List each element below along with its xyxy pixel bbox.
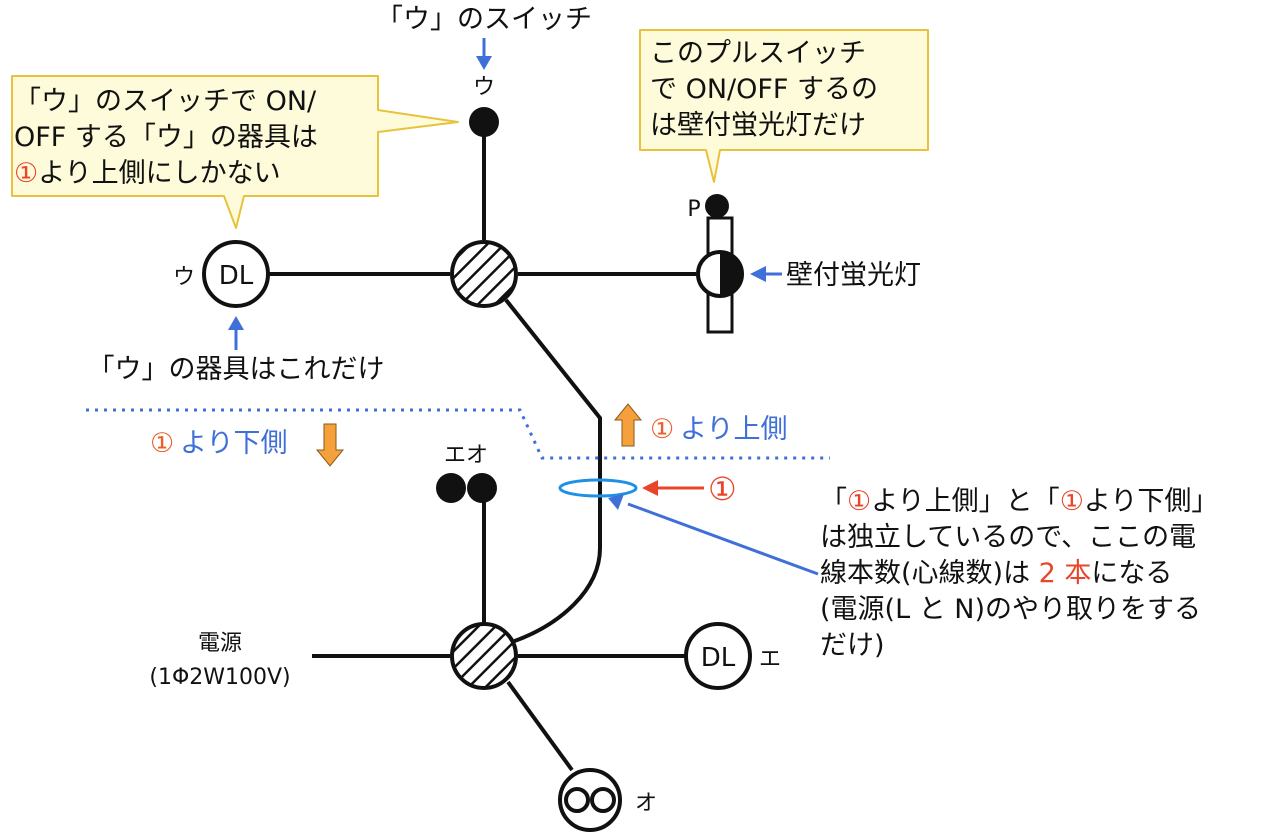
measurement-ring bbox=[558, 478, 638, 498]
switch-u-caption: 「ウ」のスイッチ bbox=[376, 4, 592, 35]
u-fixture-only-caption: 「ウ」の器具はこれだけ bbox=[88, 354, 385, 385]
outlet-o-left bbox=[564, 787, 590, 813]
note-line5: だけ) bbox=[820, 630, 885, 661]
below-caption: より下側 bbox=[180, 428, 287, 459]
downlight-u-text: DL bbox=[219, 261, 254, 291]
note-line1-mark2: ① bbox=[1060, 486, 1084, 517]
wall-fluorescent-arrow bbox=[750, 266, 782, 282]
downlight-e-text: DL bbox=[701, 643, 736, 673]
note-line3-c: になる bbox=[1091, 558, 1172, 589]
downlight-e-symbol bbox=[684, 622, 752, 690]
note-line1-mark1: ① bbox=[847, 486, 871, 517]
callout-left-line1: 「ウ」のスイッチで ON/ bbox=[14, 86, 317, 117]
note-line1-a: 「 bbox=[820, 486, 847, 517]
callout-right-line3: は壁付蛍光灯だけ bbox=[650, 110, 866, 141]
callout-left-mark: ① bbox=[14, 158, 38, 189]
note-line1-e: より下側」 bbox=[1084, 486, 1218, 517]
switch-u-arrow bbox=[476, 38, 492, 70]
above-caption: より上側 bbox=[680, 414, 787, 445]
switch-u-label: ウ bbox=[473, 75, 495, 100]
pull-switch-symbol bbox=[705, 194, 729, 218]
downlight-u-symbol bbox=[202, 240, 270, 308]
note-line4: (電源(L と N)のやり取りをする bbox=[820, 594, 1201, 625]
junction-box-bottom bbox=[450, 622, 518, 690]
callout-left-line2: OFF する「ウ」の器具は bbox=[14, 122, 318, 153]
switch-u-symbol bbox=[469, 107, 499, 137]
note-line2: は独立しているので、ここの電 bbox=[820, 522, 1196, 553]
junction-box-top bbox=[450, 240, 518, 308]
wall-fluorescent-half bbox=[720, 252, 742, 296]
outlet-e-switch bbox=[436, 473, 466, 503]
wire-boxes-link bbox=[504, 298, 602, 644]
note-line3: 線本数(心線数)は 2 本になる bbox=[820, 558, 1172, 589]
power-source-spec: (1Φ2W100V) bbox=[149, 665, 290, 690]
point-one-label: ① bbox=[708, 470, 737, 508]
note: 「①より上側」と「①より下側」 は独立しているので、ここの電 線本数(心線数)は… bbox=[820, 486, 1218, 661]
callout-left-line3: ①より上側にしかない bbox=[14, 158, 281, 189]
note-line3-count: 2 本 bbox=[1039, 558, 1092, 589]
switch-eo-label: エオ bbox=[444, 443, 488, 468]
power-source-label: 電源 bbox=[198, 631, 242, 656]
point-one-arrow bbox=[642, 480, 704, 496]
boundary-dotted-line bbox=[86, 408, 830, 460]
outlet-o-switch bbox=[467, 473, 497, 503]
wall-fluorescent-caption: 壁付蛍光灯 bbox=[786, 260, 921, 291]
downlight-u-arrow bbox=[228, 316, 244, 350]
note-arrow bbox=[608, 494, 819, 576]
below-mark: ① bbox=[150, 428, 174, 459]
wire-outlet-o bbox=[506, 680, 574, 772]
above-arrow bbox=[613, 403, 643, 447]
pull-switch-label: P bbox=[687, 197, 700, 222]
outlet-o-right bbox=[590, 787, 616, 813]
wires bbox=[268, 122, 722, 772]
note-line3-a: 線本数(心線数)は bbox=[820, 558, 1039, 589]
note-line1: 「①より上側」と「①より下側」 bbox=[820, 486, 1218, 517]
callout-left: 「ウ」のスイッチで ON/ OFF する「ウ」の器具は ①より上側にしかない bbox=[11, 75, 459, 229]
note-line1-c: より上側」と「 bbox=[871, 486, 1059, 517]
callout-right: このプルスイッチ で ON/OFF するの は壁付蛍光灯だけ bbox=[639, 29, 929, 183]
callout-right-line2: で ON/OFF するの bbox=[650, 74, 878, 105]
below-arrow bbox=[315, 423, 345, 467]
above-mark: ① bbox=[650, 414, 674, 445]
callout-left-line3-rest: より上側にしかない bbox=[38, 158, 280, 189]
downlight-u-label: ウ bbox=[173, 265, 195, 290]
callout-right-line1: このプルスイッチ bbox=[650, 38, 866, 69]
downlight-e-label: エ bbox=[759, 647, 781, 672]
outlet-o-label: オ bbox=[635, 791, 657, 816]
